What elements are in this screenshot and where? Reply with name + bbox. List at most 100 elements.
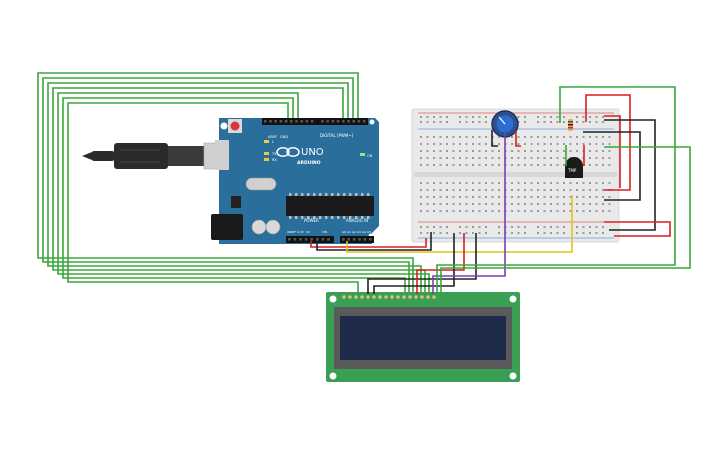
uno-model-label: UNO: [301, 147, 324, 158]
terminal-hole: [498, 143, 500, 145]
terminal-hole: [439, 143, 442, 145]
temperature-sensor[interactable]: TMP: [565, 157, 583, 178]
terminal-hole: [524, 210, 526, 212]
analog-pin: [363, 238, 367, 241]
terminal-hole: [595, 150, 598, 152]
lcd-mount-hole: [509, 295, 517, 303]
chip-pin: [307, 216, 310, 219]
terminal-hole: [543, 210, 546, 212]
digital-pin: [274, 120, 277, 123]
potentiometer[interactable]: [491, 110, 519, 138]
a1-label: A1: [347, 230, 351, 234]
analog-pin: [358, 238, 361, 241]
digital-pin: [279, 120, 283, 123]
terminal-hole: [537, 196, 539, 198]
terminal-hole: [426, 164, 429, 166]
terminal-hole: [426, 182, 429, 184]
ioref-label: IOREF: [287, 230, 296, 234]
terminal-hole: [439, 136, 442, 138]
power-pin: [304, 238, 308, 241]
power-header: [286, 236, 334, 243]
rail-hole: [478, 226, 481, 228]
chip-pin: [337, 216, 340, 219]
wire-green-right: [440, 146, 691, 294]
terminal-hole: [439, 157, 442, 159]
terminal-hole: [452, 136, 455, 138]
reset-button[interactable]: [230, 121, 240, 131]
crystal: [245, 177, 277, 191]
terminal-hole: [563, 164, 565, 166]
terminal-hole: [595, 203, 598, 205]
rail-hole: [465, 226, 468, 228]
rail-hole: [459, 226, 461, 228]
terminal-hole: [426, 157, 429, 159]
chip-pin: [331, 216, 334, 219]
terminal-hole: [485, 189, 487, 191]
breadboard[interactable]: [411, 108, 620, 243]
rail-hole: [582, 232, 585, 234]
terminal-hole: [602, 143, 604, 145]
terminal-hole: [524, 143, 526, 145]
terminal-hole: [589, 157, 591, 159]
terminal-hole: [498, 210, 500, 212]
terminal-hole: [478, 189, 481, 191]
terminal-hole: [608, 157, 611, 159]
terminal-hole: [433, 143, 435, 145]
power-pin: [316, 238, 319, 241]
digital-pin: [264, 120, 267, 123]
chip-pin: [343, 193, 346, 196]
terminal-hole: [433, 189, 435, 191]
rail-hole: [472, 121, 474, 123]
digital-pin: [362, 120, 366, 123]
arduino-uno-board[interactable]: DIGITAL (PWM~) AREF GND UNO ARDUINO L TX…: [211, 118, 379, 244]
terminal-hole: [459, 196, 461, 198]
lcd-16x2[interactable]: [326, 292, 520, 382]
terminal-hole: [478, 136, 481, 138]
terminal-hole: [602, 164, 604, 166]
terminal-hole: [524, 189, 526, 191]
rail-hole: [576, 232, 578, 234]
terminal-hole: [465, 157, 468, 159]
terminal-hole: [524, 157, 526, 159]
lcd-mount-hole: [329, 295, 337, 303]
rail-hole: [602, 226, 604, 228]
terminal-hole: [433, 157, 435, 159]
lcd-pin: [396, 295, 400, 299]
terminal-hole: [452, 150, 455, 152]
terminal-hole: [550, 150, 552, 152]
digital-pin: [300, 120, 303, 123]
rail-hole: [485, 232, 487, 234]
rail-hole: [576, 226, 578, 228]
vin-label: VIN: [322, 230, 327, 234]
analog-pin: [369, 238, 372, 241]
analog-pin: [347, 238, 350, 241]
terminal-hole: [569, 150, 572, 152]
terminal-hole: [602, 189, 604, 191]
terminal-hole: [543, 196, 546, 198]
terminal-hole: [446, 143, 448, 145]
terminal-hole: [491, 157, 494, 159]
terminal-hole: [446, 196, 448, 198]
terminal-hole: [420, 210, 422, 212]
analog-header-label: ANALOG IN: [346, 218, 368, 223]
lcd-pin-header: [342, 295, 436, 299]
lcd-pin: [420, 295, 424, 299]
lcd-pin: [378, 295, 382, 299]
terminal-hole: [556, 136, 559, 138]
chip-pin: [355, 216, 358, 219]
terminal-hole: [478, 164, 481, 166]
terminal-hole: [459, 203, 461, 205]
digital-pin: [305, 120, 309, 123]
terminal-hole: [491, 189, 494, 191]
resistor[interactable]: [568, 119, 573, 131]
rail-hole: [498, 226, 500, 228]
terminal-hole: [446, 203, 448, 205]
terminal-hole: [543, 143, 546, 145]
lcd-mount-hole: [509, 372, 517, 380]
chip-pin: [355, 193, 358, 196]
terminal-hole: [550, 189, 552, 191]
rail-hole: [517, 232, 520, 234]
terminal-hole: [459, 210, 461, 212]
terminal-hole: [459, 150, 461, 152]
terminal-hole: [589, 150, 591, 152]
